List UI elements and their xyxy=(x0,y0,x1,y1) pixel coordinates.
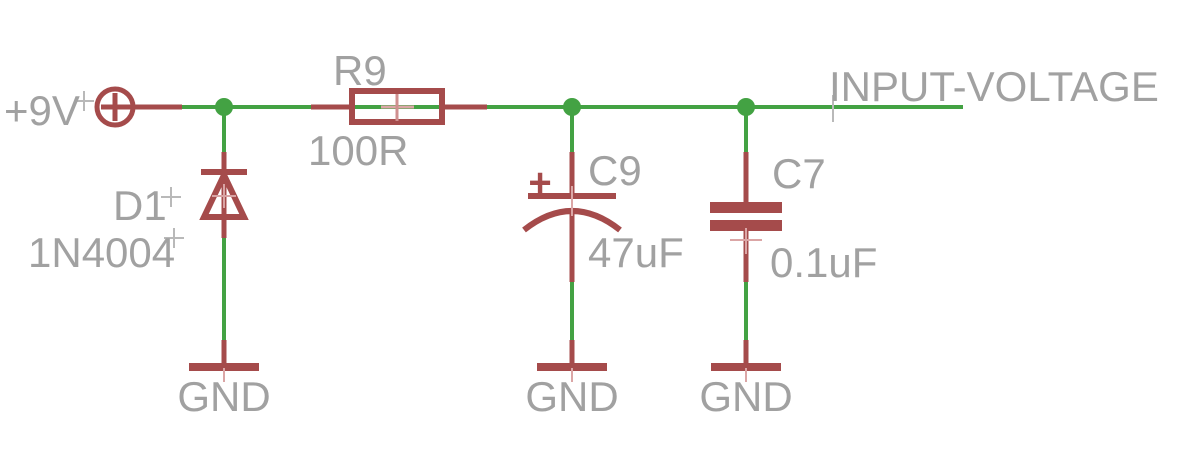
gnd-label: GND xyxy=(525,373,619,420)
label-origin-markers xyxy=(74,91,834,248)
diode-symbol xyxy=(199,152,249,238)
resistor-body xyxy=(349,88,445,125)
cap-c7-value-label: 0.1uF xyxy=(770,239,878,286)
junction-dots xyxy=(215,98,755,116)
cap-c9-value-label: 47uF xyxy=(588,229,684,276)
power-label: +9V xyxy=(4,87,80,134)
gnd-label: GND xyxy=(699,373,793,420)
net-name-label: INPUT-VOLTAGE xyxy=(829,63,1159,110)
resistor-ref-label: R9 xyxy=(333,47,387,94)
cap-c9-polarity-plus: + xyxy=(528,161,551,205)
cap-c7-plate-bottom xyxy=(710,220,782,231)
cap-c9-ref-label: C9 xyxy=(588,147,642,194)
power-supply-symbol xyxy=(94,86,182,128)
junction-dot xyxy=(215,98,233,116)
resistor-value-label: 100R xyxy=(308,127,409,174)
gnd-symbols xyxy=(189,340,781,382)
resistor-symbol xyxy=(311,88,487,125)
cap-c7-plate-top xyxy=(710,202,782,213)
cap-c7-ref-label: C7 xyxy=(772,150,826,197)
polarized-capacitor-symbol: + xyxy=(522,152,622,282)
capacitor-symbol xyxy=(710,152,782,282)
junction-dot xyxy=(563,98,581,116)
diode-value-label: 1N4004 xyxy=(28,229,176,276)
diode-ref-label: D1 xyxy=(113,182,167,229)
junction-dot xyxy=(737,98,755,116)
gnd-label: GND xyxy=(177,373,271,420)
